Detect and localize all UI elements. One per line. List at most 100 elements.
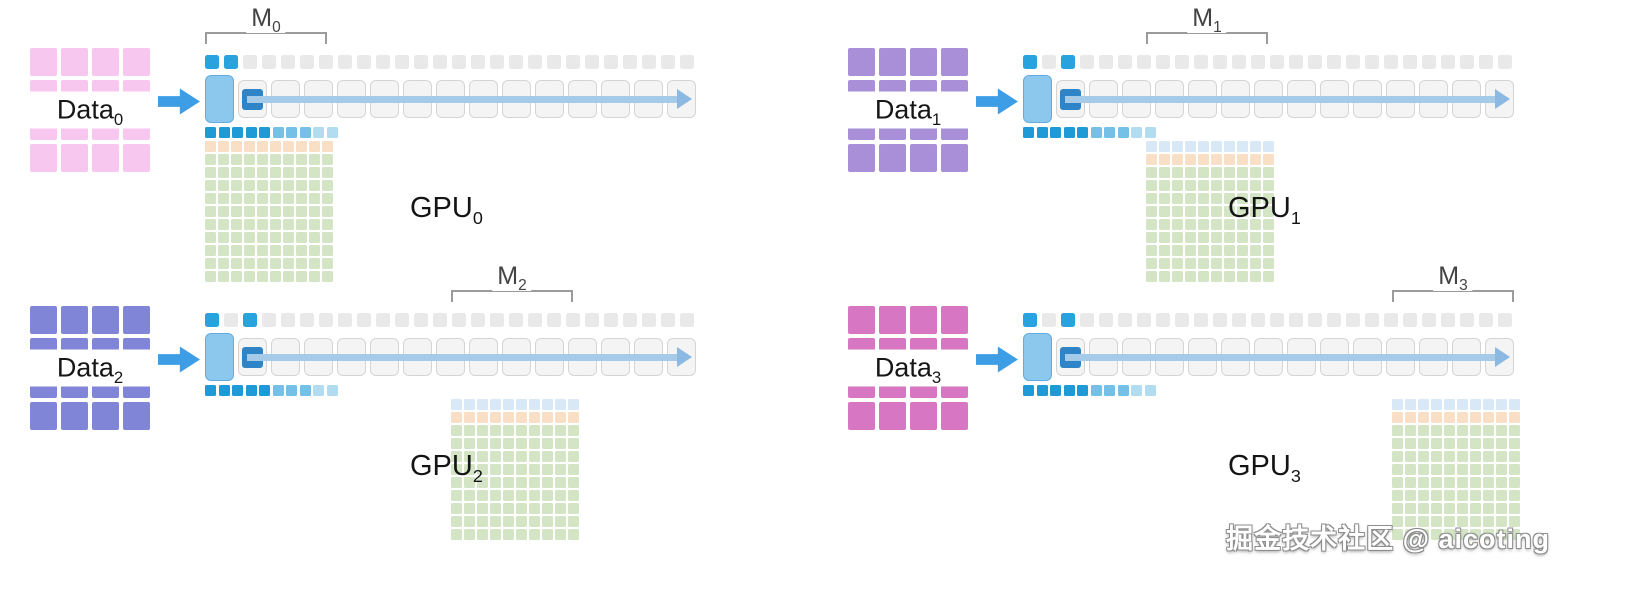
param-state-block	[205, 141, 333, 282]
green-state-cell	[1198, 258, 1209, 269]
green-state-cell	[477, 451, 488, 462]
forward-arrow-bar	[1065, 95, 1496, 103]
data-label-text: Data	[56, 94, 114, 125]
green-state-cell	[296, 271, 307, 282]
data-cell	[123, 48, 150, 76]
green-state-cell	[1418, 490, 1429, 501]
green-state-cell	[1263, 232, 1274, 243]
gradient-fade-row	[1023, 127, 1156, 138]
green-state-cell	[1392, 477, 1403, 488]
peach-state-cell	[555, 412, 566, 423]
green-state-cell	[309, 232, 320, 243]
activation-square	[1194, 55, 1208, 69]
lightblue-state-cell	[1405, 399, 1416, 410]
green-state-cell	[231, 167, 242, 178]
activation-square	[357, 313, 371, 327]
gradient-square	[272, 385, 284, 396]
green-state-cell	[270, 245, 281, 256]
activation-square	[680, 313, 694, 327]
green-state-cell	[451, 516, 462, 527]
peach-state-cell	[1211, 154, 1222, 165]
green-state-cell	[1263, 193, 1274, 204]
peach-state-cell	[1172, 154, 1183, 165]
gradient-square	[218, 127, 230, 138]
green-state-cell	[503, 438, 514, 449]
green-state-cell	[516, 451, 527, 462]
activation-square	[1042, 313, 1056, 327]
model-shard-bracket: M1	[1146, 4, 1268, 44]
green-state-cell	[231, 154, 242, 165]
green-state-cell	[464, 490, 475, 501]
green-state-cell	[1250, 206, 1261, 217]
peach-state-cell	[1483, 412, 1494, 423]
green-state-cell	[1431, 516, 1442, 527]
activation-square	[1023, 313, 1037, 327]
gradient-square	[1077, 385, 1088, 396]
green-state-cell	[296, 206, 307, 217]
green-state-cell	[1431, 438, 1442, 449]
green-state-cell	[1237, 180, 1248, 191]
peach-state-cell	[218, 141, 229, 152]
gradient-square	[299, 385, 311, 396]
green-state-cell	[542, 438, 553, 449]
green-state-cell	[1483, 438, 1494, 449]
lightblue-state-cell	[1392, 399, 1403, 410]
green-state-cell	[529, 529, 540, 540]
green-state-cell	[296, 180, 307, 191]
green-state-cell	[1146, 258, 1157, 269]
green-state-cell	[451, 503, 462, 514]
data-cell	[941, 144, 968, 172]
green-state-cell	[218, 154, 229, 165]
activation-square	[604, 55, 618, 69]
data-label-text: Data	[56, 352, 114, 383]
green-state-cell	[1431, 503, 1442, 514]
green-state-cell	[490, 438, 501, 449]
m-label-sub: 2	[518, 277, 527, 294]
activation-square	[623, 55, 637, 69]
data-grid: Data3	[842, 306, 974, 430]
gradient-square	[1050, 127, 1061, 138]
green-state-cell	[1198, 232, 1209, 243]
activation-square	[1403, 313, 1417, 327]
green-state-cell	[451, 425, 462, 436]
green-state-cell	[529, 516, 540, 527]
green-state-cell	[218, 232, 229, 243]
green-state-cell	[1198, 245, 1209, 256]
green-state-cell	[1263, 245, 1274, 256]
green-state-cell	[309, 180, 320, 191]
lightblue-state-cell	[1185, 141, 1196, 152]
lightblue-state-cell	[1211, 141, 1222, 152]
data-cell	[941, 402, 968, 430]
green-state-cell	[1185, 180, 1196, 191]
data-cell	[123, 402, 150, 430]
right-arrow-icon	[158, 88, 200, 115]
green-state-cell	[231, 245, 242, 256]
activation-square	[661, 55, 675, 69]
green-state-cell	[477, 490, 488, 501]
green-state-cell	[322, 167, 333, 178]
green-state-cell	[1224, 193, 1235, 204]
green-state-cell	[1470, 516, 1481, 527]
green-state-cell	[1237, 167, 1248, 178]
green-state-cell	[1211, 258, 1222, 269]
green-state-cell	[1185, 193, 1196, 204]
gradient-fade-row	[1023, 385, 1156, 396]
activation-square	[1118, 55, 1132, 69]
green-state-cell	[1185, 232, 1196, 243]
right-arrow-icon	[158, 346, 200, 373]
gradient-square	[1090, 127, 1102, 138]
gradient-square	[1023, 127, 1034, 138]
gradient-square	[1104, 127, 1115, 138]
peach-state-cell	[257, 141, 268, 152]
data-cell	[910, 306, 937, 334]
gradient-square	[286, 127, 297, 138]
green-state-cell	[1470, 451, 1481, 462]
gradient-square	[272, 127, 284, 138]
activation-square	[1137, 55, 1151, 69]
green-state-cell	[296, 154, 307, 165]
green-state-cell	[503, 425, 514, 436]
green-state-cell	[257, 180, 268, 191]
activation-square	[1251, 55, 1265, 69]
lightblue-state-cell	[1198, 141, 1209, 152]
activation-square	[452, 313, 466, 327]
